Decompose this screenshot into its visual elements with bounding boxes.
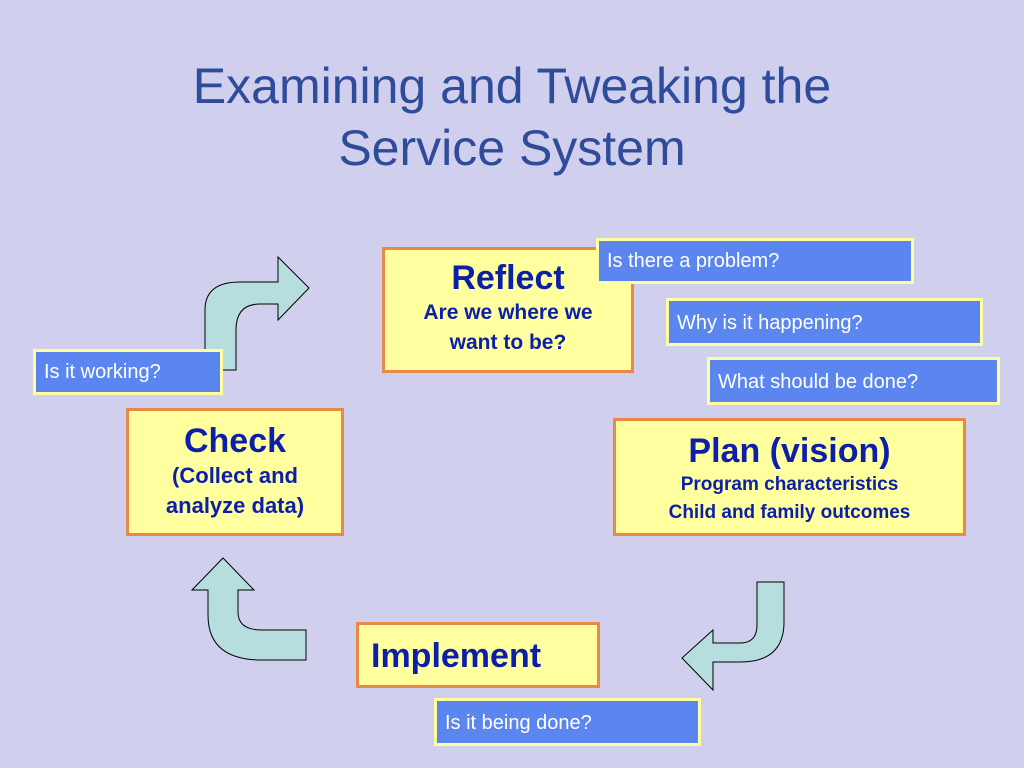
check-title: Check	[183, 422, 287, 460]
question-is-there-a-problem: Is there a problem?	[596, 238, 914, 284]
curved-arrow-up-icon	[190, 557, 307, 661]
plan-subtitle-line-2: Child and family outcomes	[668, 502, 911, 523]
implement-box: Implement	[356, 622, 600, 688]
plan-subtitle-line-1: Program characteristics	[680, 474, 899, 495]
implement-title: Implement	[371, 637, 542, 675]
reflect-subtitle-line-2: want to be?	[449, 331, 567, 354]
check-subtitle-line-2: analyze data)	[165, 493, 305, 518]
question-why-is-it-happening: Why is it happening?	[666, 298, 983, 346]
check-box: Check (Collect and analyze data)	[126, 408, 344, 536]
slide-title: Examining and Tweaking the Service Syste…	[0, 55, 1024, 179]
slide-title-line-1: Examining and Tweaking the	[192, 58, 832, 114]
curved-arrow-down-left-icon	[681, 581, 785, 692]
reflect-subtitle-line-1: Are we where we	[423, 301, 593, 324]
curved-arrow-up-right-icon	[204, 255, 310, 371]
question-is-it-working: Is it working?	[33, 349, 223, 395]
slide-title-line-2: Service System	[338, 120, 686, 176]
plan-box: Plan (vision) Program characteristics Ch…	[613, 418, 966, 536]
reflect-title: Reflect	[451, 259, 565, 297]
question-is-it-being-done: Is it being done?	[434, 698, 701, 746]
reflect-box: Reflect Are we where we want to be?	[382, 247, 634, 373]
question-what-should-be-done: What should be done?	[707, 357, 1000, 405]
check-subtitle-line-1: (Collect and	[172, 463, 298, 488]
plan-title: Plan (vision)	[688, 432, 891, 470]
